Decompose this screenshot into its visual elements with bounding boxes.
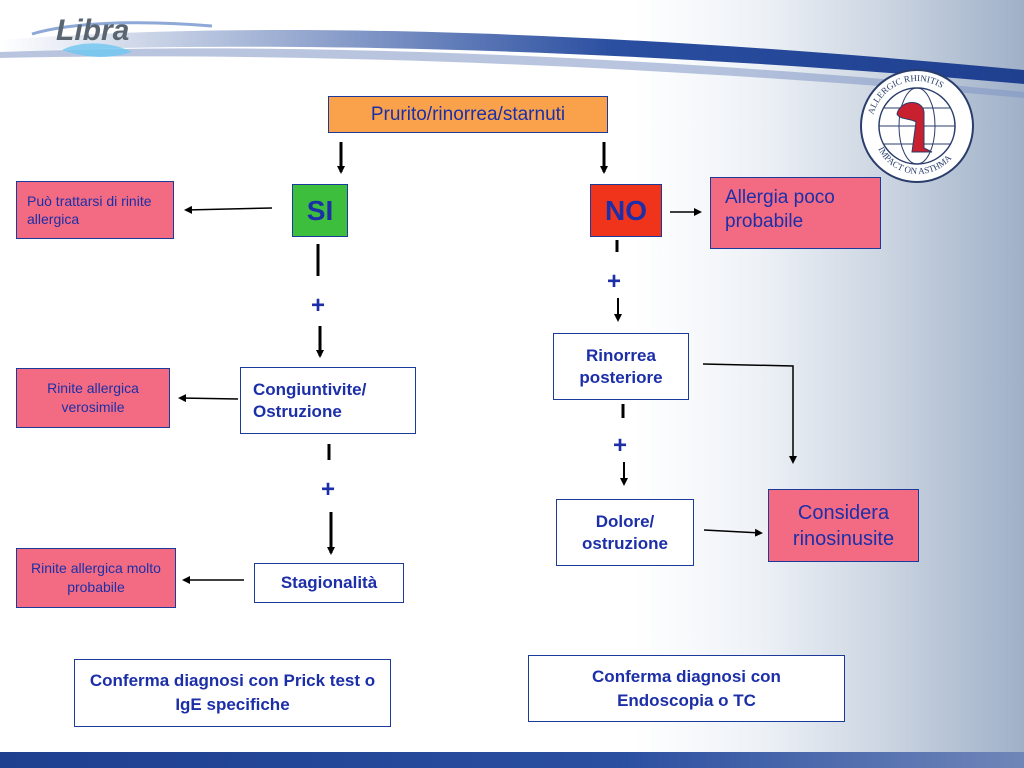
outcome-likely-rhinitis: Rinite allergica verosimile [16,368,170,428]
node-stagionalita-label: Stagionalità [280,573,378,592]
arrow-dolore-to-considera [703,528,763,537]
outcome-unlikely-allergy: Allergia poco probabile [710,177,881,249]
footer-bar [0,752,1024,768]
outcome-rhinosinusitis-label: Considera rinosinusite [792,501,895,550]
outcome-rhinosinusitis: Considera rinosinusite [768,489,919,562]
outcome-possible-rhinitis: Può trattarsi di rinite allergica [16,181,174,239]
outcome-likely-rhinitis-label: Rinite allergica verosimile [47,380,139,415]
node-rinorrea-posteriore-label: Rinorrea posteriore [579,345,663,387]
allergic-rhinitis-seal: ALLERGIC RHINITIS IMPACT ON ASTHMA [860,69,974,183]
node-rinorrea-posteriore: Rinorrea posteriore [553,333,689,400]
plus-left-2: + [321,476,336,503]
libra-logo: Libra [31,14,213,57]
arrow-si-to-outcome1 [184,205,273,214]
plus-right-1: + [607,268,622,295]
node-congiuntivite: Congiuntivite/ Ostruzione [240,367,416,434]
node-dolore-ostruzione: Dolore/ ostruzione [556,499,694,566]
outcome-possible-rhinitis-label: Può trattarsi di rinite allergica [27,193,152,227]
node-stagionalita: Stagionalità [254,563,404,603]
start-node-label: Prurito/rinorrea/starnuti [370,103,566,125]
yes-node: SI [292,184,348,237]
confirm-right: Conferma diagnosi con Endoscopia o TC [528,655,845,722]
plus-left-1: + [311,292,326,319]
no-label: NO [605,194,647,226]
start-node: Prurito/rinorrea/starnuti [328,96,608,133]
outcome-very-likely-rhinitis-label: Rinite allergica molto probabile [31,560,161,595]
arrow-rinorrea-to-considera [702,363,797,464]
outcome-unlikely-allergy-label: Allergia poco probabile [725,187,835,232]
no-node: NO [590,184,662,237]
confirm-left-label: Conferma diagnosi con Prick test o IgE s… [89,671,376,714]
node-dolore-ostruzione-label: Dolore/ ostruzione [582,511,668,553]
outcome-very-likely-rhinitis: Rinite allergica molto probabile [16,548,176,608]
plus-right-2: + [613,432,628,459]
node-congiuntivite-label: Congiuntivite/ Ostruzione [253,379,367,421]
confirm-right-label: Conferma diagnosi con Endoscopia o TC [592,666,781,710]
arrow-to-outcome2 [178,394,239,403]
confirm-left: Conferma diagnosi con Prick test o IgE s… [74,659,391,727]
logo-text: Libra [56,14,129,47]
yes-label: SI [306,194,334,226]
